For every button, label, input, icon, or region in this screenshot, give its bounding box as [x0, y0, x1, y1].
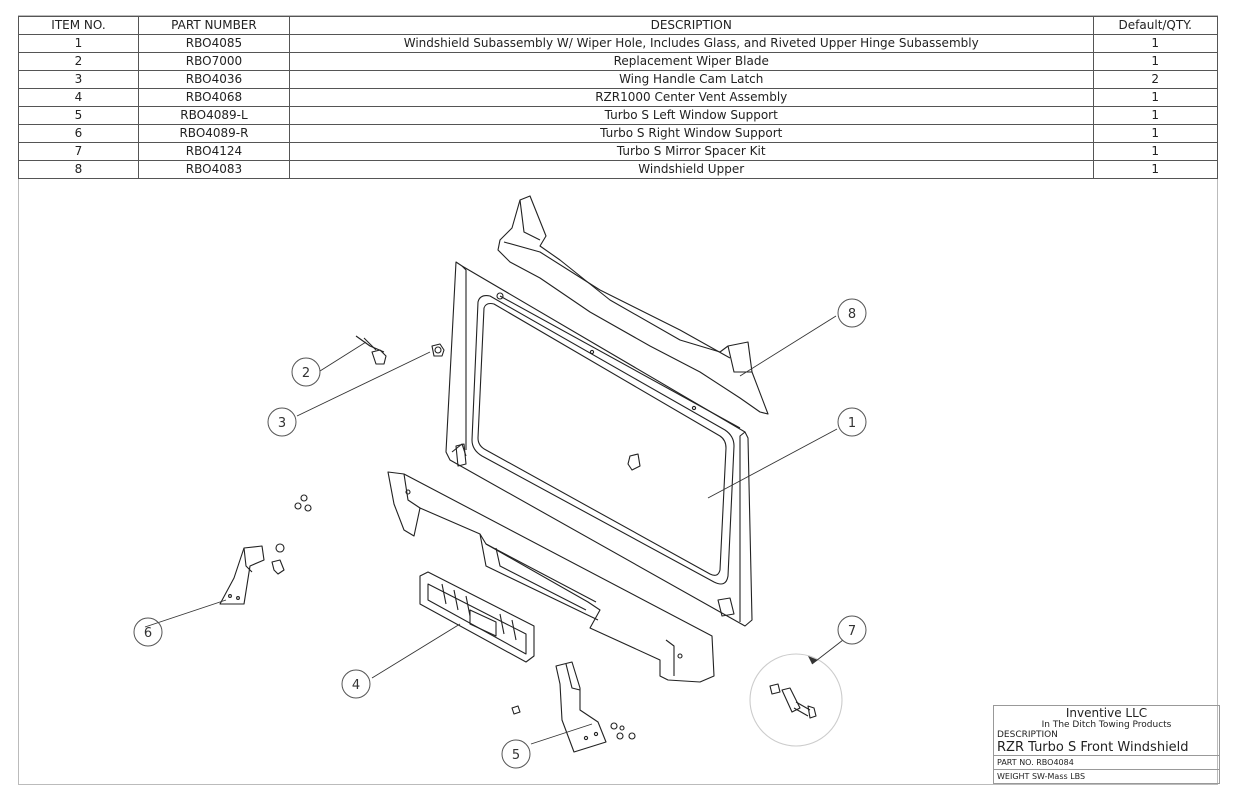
table-row: 5 RBO4089-L Turbo S Left Window Support …	[18, 106, 1218, 125]
callout-6-label: 6	[144, 626, 152, 641]
drawing-frame	[18, 15, 1218, 785]
leader-lines	[144, 315, 844, 745]
right-window-support-part	[219, 543, 285, 605]
callout-6-balloon	[133, 617, 163, 647]
company-subtitle: In The Ditch Towing Products	[1041, 720, 1172, 730]
description-label: DESCRIPTION	[997, 730, 1058, 740]
company-name: Inventive LLC	[1065, 706, 1148, 720]
callout-3-label: 3	[278, 416, 286, 431]
cam-latch-part	[431, 343, 445, 357]
callout-8-balloon	[837, 298, 867, 328]
callout-5-label: 5	[512, 748, 520, 763]
part-number: PART NO. RBO4084	[997, 758, 1074, 767]
drawing-description: RZR Turbo S Front Windshield	[997, 740, 1189, 755]
windshield-upper-part	[497, 195, 769, 415]
windshield-subassembly-part	[445, 261, 753, 627]
callout-8-label: 8	[848, 307, 856, 322]
callout-1-label: 1	[848, 416, 856, 431]
table-row: 8 RBO4083 Windshield Upper 1	[18, 160, 1218, 179]
center-vent-part	[419, 571, 535, 663]
bom-header-part-number: PART NUMBER	[137, 16, 290, 35]
callout-4-balloon	[341, 669, 371, 699]
left-window-support-part	[511, 661, 636, 753]
bom-header-row: ITEM NO. PART NUMBER DESCRIPTION Default…	[18, 16, 1218, 35]
title-block-part-row: PART NO. RBO4084	[994, 755, 1219, 769]
callout-5-balloon	[501, 739, 531, 769]
bill-of-materials-table: ITEM NO. PART NUMBER DESCRIPTION Default…	[18, 16, 1218, 179]
hardware-fasteners	[294, 494, 312, 512]
title-block-description-row: DESCRIPTION RZR Turbo S Front Windshield	[994, 730, 1219, 755]
callout-2-balloon	[291, 357, 321, 387]
part-number-cell: RBO4083	[137, 160, 290, 179]
callout-7-label: 7	[848, 624, 856, 639]
callout-7-arrowhead	[808, 656, 818, 664]
title-block-weight-row: WEIGHT SW-Mass LBS	[994, 769, 1219, 783]
title-block-company-row: Inventive LLC In The Ditch Towing Produc…	[994, 705, 1219, 730]
callout-7-balloon	[837, 615, 867, 645]
weight: WEIGHT SW-Mass LBS	[997, 772, 1086, 781]
description-cell: Windshield Upper	[288, 160, 1094, 179]
title-block: Inventive LLC In The Ditch Towing Produc…	[993, 705, 1220, 784]
callout-2-label: 2	[302, 366, 310, 381]
callout-1-balloon	[837, 407, 867, 437]
table-row: 7 RBO4124 Turbo S Mirror Spacer Kit 1	[18, 142, 1218, 161]
callout-4-label: 4	[352, 678, 360, 693]
callout-balloons	[133, 298, 867, 769]
table-row: 3 RBO4036 Wing Handle Cam Latch 2	[18, 70, 1218, 89]
lower-frame-part	[387, 471, 715, 683]
description-cell: Wing Handle Cam Latch	[288, 70, 1094, 89]
wiper-blade-part	[355, 335, 387, 365]
mirror-spacer-kit-detail	[749, 653, 843, 747]
qty-cell: 1	[1092, 160, 1218, 179]
callout-3-balloon	[267, 407, 297, 437]
